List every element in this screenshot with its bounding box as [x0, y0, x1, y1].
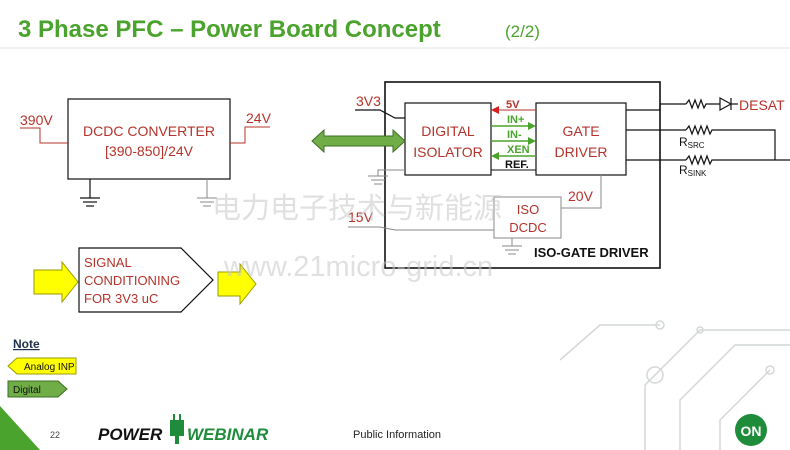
logo-on-text: ON	[741, 423, 762, 439]
iso-gate-driver-module: ISO-GATE DRIVER DIGITAL ISOLATOR 3V3 GAT…	[348, 81, 790, 269]
background-circuit-decoration	[559, 320, 790, 450]
digital-isolator-label: DIGITAL	[421, 123, 475, 139]
supply-15v-wire	[348, 226, 494, 231]
module-label: ISO-GATE DRIVER	[534, 245, 649, 260]
analog-output-arrow	[217, 262, 257, 306]
ground-icon	[197, 179, 217, 207]
ground-icon	[368, 169, 405, 185]
gate-driver-label: DRIVER	[555, 144, 608, 160]
desat-resistor-icon	[685, 98, 720, 110]
iso-dcdc-box	[493, 196, 562, 239]
signal-in-plus-label: IN+	[507, 114, 524, 126]
signal-xen-label: XEN	[507, 144, 530, 156]
dcdc-input-wire	[20, 127, 68, 144]
signal-conditioning-box	[78, 247, 214, 313]
signal-ref-label: REF.	[505, 159, 529, 171]
slide-title: 3 Phase PFC – Power Board Concept	[18, 16, 441, 43]
desat-label: DESAT	[739, 97, 785, 113]
module-outline	[384, 81, 661, 269]
supply-15v-label: 15V	[348, 209, 374, 225]
signal-xen-line: XEN	[491, 144, 536, 160]
signal-conditioning-label: FOR 3V3 uC	[84, 291, 158, 306]
signal-in-plus-line: IN+	[491, 114, 536, 130]
rsink-resistor-icon	[685, 154, 790, 166]
plug-icon	[170, 414, 184, 444]
on-semiconductor-logo: ON	[735, 414, 767, 446]
digital-isolator-label: ISOLATOR	[413, 144, 483, 160]
supply-3v3-label: 3V3	[356, 93, 381, 109]
page-number: 22	[50, 430, 60, 440]
dcdc-output-wire	[230, 126, 270, 144]
rsrc-resistor-icon	[685, 124, 776, 160]
rsink-label: RSINK	[679, 163, 707, 178]
logo-webinar-text: WEBINAR	[187, 425, 269, 444]
power-webinar-logo: POWER WEBINAR	[98, 414, 269, 444]
legend-digital-label: Digital	[13, 385, 41, 396]
supply-20v-label: 20V	[568, 188, 594, 204]
gate-driver-label: GATE	[562, 123, 599, 139]
footer-corner-accent	[0, 406, 40, 450]
desat-diode-icon	[719, 96, 733, 112]
signal-conditioning-label: SIGNAL	[84, 255, 132, 270]
watermark-chinese: 电力电子技术与新能源	[212, 192, 502, 225]
supply-3v3-wire	[355, 109, 405, 119]
dcdc-converter-box	[67, 98, 231, 180]
dcdc-input-label: 390V	[20, 112, 53, 128]
signal-5v-line: 5V	[491, 99, 536, 114]
logo-power-text: POWER	[98, 425, 163, 444]
watermark-url: www.21micro-grid.cn	[223, 251, 493, 283]
dcdc-converter-range: [390-850]/24V	[105, 143, 194, 159]
signal-conditioning-block: SIGNAL CONDITIONING FOR 3V3 uC	[33, 247, 257, 313]
gate-driver-box	[535, 102, 627, 176]
ground-icon	[80, 179, 100, 207]
footer-public-info: Public Information	[353, 429, 441, 441]
ground-icon	[502, 238, 522, 255]
dcdc-output-label: 24V	[246, 110, 272, 126]
desat-wire	[626, 103, 686, 111]
legend: Note Analog INP Digital	[7, 337, 77, 398]
slide-subtitle: (2/2)	[505, 22, 540, 41]
signal-conditioning-label: CONDITIONING	[84, 273, 180, 288]
analog-input-arrow	[33, 260, 79, 304]
digital-bus-arrow	[311, 128, 406, 154]
iso-dcdc-label: DCDC	[509, 220, 547, 235]
signal-in-minus-line: IN-	[491, 129, 536, 145]
supply-20v-wire	[561, 175, 602, 209]
dcdc-converter-block: DCDC CONVERTER [390-850]/24V 390V 24V	[20, 98, 272, 207]
rsrc-label: RSRC	[679, 135, 705, 150]
signal-ref-line: REF.	[491, 159, 536, 171]
legend-analog-label: Analog INP	[24, 362, 75, 373]
iso-dcdc-label: ISO	[517, 202, 539, 217]
legend-digital-arrow	[7, 380, 68, 398]
digital-isolator-box	[404, 102, 492, 176]
signal-in-minus-label: IN-	[507, 129, 522, 141]
legend-analog-arrow	[7, 357, 77, 375]
legend-heading: Note	[13, 337, 40, 351]
dcdc-converter-label: DCDC CONVERTER	[83, 123, 215, 139]
signal-5v-label: 5V	[506, 99, 520, 111]
